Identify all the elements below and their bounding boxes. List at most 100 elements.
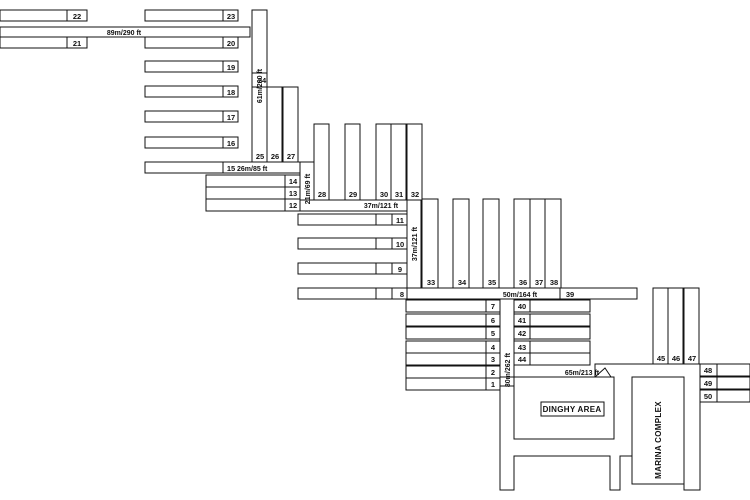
finger-berth-47: [683, 287, 700, 365]
berth-number: 28: [318, 190, 326, 199]
finger-berth-22: [0, 9, 88, 22]
walkway-dimension: 37m/121 ft: [364, 203, 399, 210]
entrance-marker: [594, 367, 612, 378]
berth-number: 12: [289, 201, 297, 210]
dinghy-area-label: DINGHY AREA: [543, 405, 602, 414]
finger-berth-32: [406, 123, 423, 201]
berth-number: 27: [287, 152, 295, 161]
dinghy-area-label-box: [540, 401, 605, 417]
walkway-dimension: 61m/200 ft: [257, 68, 264, 103]
berth-number: 15: [227, 164, 235, 173]
berth-number: 26: [271, 152, 279, 161]
berth-number: 7: [491, 302, 495, 311]
berth-number: 3: [491, 355, 495, 364]
berth-number: 46: [672, 354, 680, 363]
finger-berth-26: [266, 86, 283, 163]
walkway-dimension: 50m/164 ft: [503, 292, 538, 299]
berth-number: 5: [491, 329, 495, 338]
walkway-50m: [406, 287, 638, 300]
berth-number: 14: [289, 177, 298, 186]
finger-berth-10: [297, 237, 408, 250]
finger-berth-16: [144, 136, 239, 149]
marina-complex-label: MARINA COMPLEX: [654, 401, 663, 479]
finger-berth-13: [205, 186, 301, 200]
berth-number: 22: [73, 12, 81, 21]
finger-berth-27: [282, 86, 299, 163]
berth-number: 29: [349, 190, 357, 199]
marina-complex-building: [631, 376, 685, 485]
finger-berth-9: [297, 262, 408, 275]
berth-number: 1: [491, 380, 495, 389]
berth-number: 31: [395, 190, 403, 199]
finger-berth-38: [544, 198, 562, 289]
berth-number: 49: [704, 379, 712, 388]
finger-berth-34: [452, 198, 470, 289]
walkway-dimension: 21m/69 ft: [305, 173, 312, 204]
berth-number: 24: [258, 76, 267, 85]
berth-number: 42: [518, 329, 526, 338]
berth-number: 11: [396, 216, 404, 225]
finger-berth-8: [297, 287, 408, 300]
finger-berth-14: [205, 174, 301, 188]
walkway-dimension: 89m/290 ft: [107, 30, 142, 37]
berth-number: 19: [227, 63, 235, 72]
spine-80m: [499, 298, 515, 387]
berth-number: 47: [688, 354, 696, 363]
berth-number: 40: [518, 302, 526, 311]
finger-berth-12: [205, 198, 301, 212]
berth-number: 20: [227, 39, 235, 48]
berth-number: 8: [400, 290, 404, 299]
finger-berth-33: [421, 198, 439, 289]
berth-number: 18: [227, 88, 235, 97]
finger-berth-36: [513, 198, 531, 289]
berth-number: 41: [518, 316, 526, 325]
berth-number: 25: [256, 152, 264, 161]
berth-number: 43: [518, 343, 526, 352]
walkway-dimension: 80m/262 ft: [505, 352, 512, 387]
finger-berth-19: [144, 60, 239, 73]
berth-number: 32: [411, 190, 419, 199]
berth-number: 35: [488, 278, 496, 287]
berth-number: 37: [535, 278, 543, 287]
berth-number: 21: [73, 39, 81, 48]
finger-berth-45: [652, 287, 669, 365]
berth-number: 44: [518, 355, 527, 364]
main-walkway-top: [0, 26, 251, 38]
berth-number: 48: [704, 366, 712, 375]
berth-number: 50: [704, 392, 712, 401]
finger-berth-28: [313, 123, 330, 201]
finger-berth-30: [375, 123, 392, 201]
berth-number: 13: [289, 189, 297, 198]
walkway-dimension: 65m/213 ft: [565, 370, 600, 377]
finger-berth-29: [344, 123, 361, 201]
walkway-dimension: 26m/85 ft: [237, 166, 268, 173]
berth-number: 2: [491, 368, 495, 377]
berth-number: 17: [227, 113, 235, 122]
berth-number: 39: [566, 290, 574, 299]
finger-berth-31: [390, 123, 407, 201]
berth-number: 36: [519, 278, 527, 287]
berth-number: 4: [491, 343, 496, 352]
berth-number: 6: [491, 316, 495, 325]
finger-berth-11: [297, 213, 408, 226]
marina-breakwater-outline: [499, 363, 701, 491]
finger-berth-46: [667, 287, 684, 365]
berth-number: 23: [227, 12, 235, 21]
finger-berth-35: [482, 198, 500, 289]
berth-number: 45: [657, 354, 665, 363]
finger-berth-20: [144, 36, 239, 49]
berth-number: 38: [550, 278, 558, 287]
finger-berth-37: [529, 198, 547, 289]
berth-number: 34: [458, 278, 467, 287]
berth-number: 9: [398, 265, 402, 274]
finger-berth-18: [144, 85, 239, 98]
dock-layer: [0, 9, 750, 491]
finger-berth-17: [144, 110, 239, 123]
berth-number: 30: [380, 190, 388, 199]
walkway-dimension: 37m/121 ft: [412, 226, 419, 261]
walkway-37m: [299, 199, 422, 212]
finger-berth-23: [144, 9, 239, 22]
berth-number: 10: [396, 240, 404, 249]
